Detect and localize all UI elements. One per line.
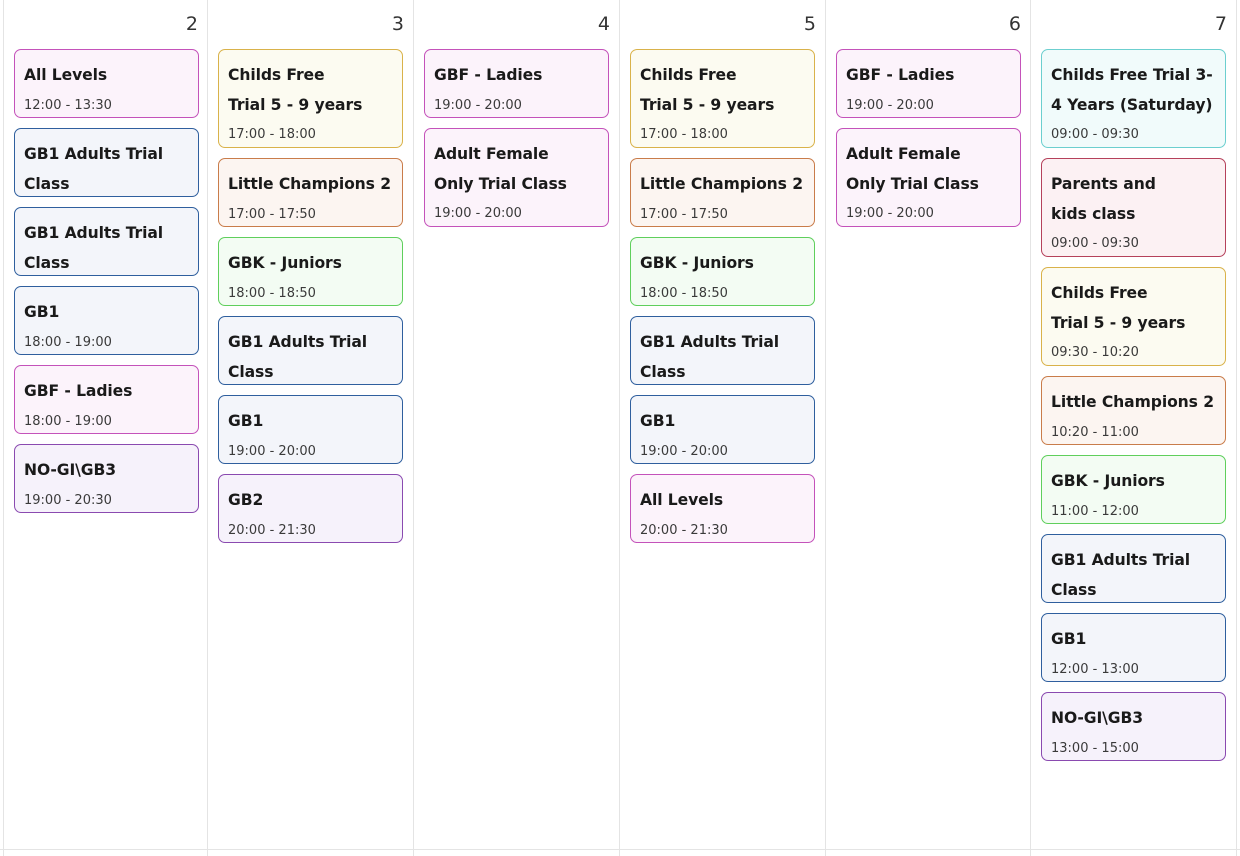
event-time: 18:00 - 18:50 <box>640 285 728 301</box>
event-card[interactable]: Childs Free Trial 3- 4 Years (Saturday) 0… <box>1041 49 1226 148</box>
day-number: 2 <box>185 13 198 35</box>
event-time: 13:00 - 15:00 <box>1051 740 1139 756</box>
event-title: GB1 <box>640 412 676 430</box>
event-time: 11:00 - 12:00 <box>1051 503 1139 519</box>
event-title: Little Champions 2 <box>1051 393 1214 411</box>
event-card[interactable]: Childs Free Trial 5 - 9 years 17:00 - 18:… <box>218 49 403 148</box>
event-time: 09:00 - 09:30 <box>1051 127 1139 142</box>
event-card[interactable]: NO-GI\GB3 19:00 - 20:30 <box>14 444 199 513</box>
event-title: GB1 Adults Trial Class <box>228 333 368 381</box>
event-card[interactable]: GBK - Juniors 11:00 - 12:00 <box>1041 455 1226 524</box>
event-card[interactable]: All Levels 20:00 - 21:30 <box>630 474 815 543</box>
event-time: 19:00 - 20:00 <box>434 97 522 113</box>
event-card[interactable]: GBK - Juniors 18:00 - 18:50 <box>218 237 403 306</box>
event-title: GB1 <box>228 412 264 430</box>
event-title: GB1 Adults Trial Class <box>1051 551 1191 599</box>
event-title: GBF - Ladies <box>434 66 543 84</box>
event-title: GB1 Adults Trial Class <box>24 224 164 272</box>
event-card[interactable]: Little Champions 2 17:00 - 17:50 <box>218 158 403 227</box>
event-card[interactable]: Adult Female Only Trial Class 19:00 - 20:… <box>424 128 609 227</box>
event-time: 20:00 - 21:30 <box>228 522 316 538</box>
day-number: 5 <box>803 13 816 35</box>
event-card[interactable]: GBF - Ladies 19:00 - 20:00 <box>424 49 609 118</box>
event-title: All Levels <box>640 491 724 509</box>
event-card[interactable]: Little Champions 2 10:20 - 11:00 <box>1041 376 1226 445</box>
event-time: 09:30 - 10:20 <box>1051 345 1139 360</box>
event-title: GB1 <box>1051 630 1087 648</box>
event-card[interactable]: GB1 Adults Trial Class18:00 - 19:00 <box>14 207 199 300</box>
event-title: NO-GI\GB3 <box>24 461 117 479</box>
event-time: 18:00 - 19:00 <box>24 413 112 429</box>
event-card[interactable]: Little Champions 2 17:00 - 17:50 <box>630 158 815 227</box>
event-time: 18:00 - 19:00 <box>24 334 112 350</box>
event-card[interactable]: GB2 20:00 - 21:30 <box>218 474 403 543</box>
event-time: 17:00 - 17:50 <box>228 206 316 222</box>
event-card[interactable]: GBK - Juniors 18:00 - 18:50 <box>630 237 815 306</box>
event-title: Little Champions 2 <box>640 175 803 193</box>
event-time: 12:00 - 13:00 <box>1051 661 1139 677</box>
event-title: All Levels <box>24 66 108 84</box>
event-title: Childs Free Trial 5 - 9 years <box>228 66 363 114</box>
event-title: Little Champions 2 <box>228 175 391 193</box>
event-title: Childs Free Trial 5 - 9 years <box>1051 284 1186 332</box>
event-time: 20:00 - 21:30 <box>640 522 728 538</box>
event-card[interactable]: GB1 19:00 - 20:00 <box>630 395 815 464</box>
event-time: 19:00 - 20:00 <box>846 206 934 221</box>
event-title: GBK - Juniors <box>640 254 754 272</box>
event-time: 18:00 - 18:50 <box>228 285 316 301</box>
event-card[interactable]: GB1 Adults Trial Class12:00 - 13:00 <box>1041 534 1226 627</box>
event-title: GBK - Juniors <box>1051 472 1165 490</box>
event-card[interactable]: GB1 18:00 - 19:00 <box>14 286 199 355</box>
event-time: 19:00 - 20:00 <box>434 206 522 221</box>
row-divider <box>0 849 1240 850</box>
event-card[interactable]: GB1 12:00 - 13:00 <box>1041 613 1226 682</box>
event-title: GBK - Juniors <box>228 254 342 272</box>
event-card[interactable]: GB1 Adults Trial Class12:00 - 13:00 <box>14 128 199 221</box>
event-title: Adult Female Only Trial Class <box>434 145 567 193</box>
event-card[interactable]: GBF - Ladies 19:00 - 20:00 <box>836 49 1021 118</box>
day-number: 7 <box>1214 13 1227 35</box>
event-card[interactable]: Parents and kids class 09:00 - 09:30 <box>1041 158 1226 257</box>
event-title: GB1 Adults Trial Class <box>24 145 164 193</box>
event-time: 19:00 - 20:00 <box>846 97 934 113</box>
event-time: 19:00 - 20:00 <box>640 443 728 459</box>
event-time: 10:20 - 11:00 <box>1051 424 1139 440</box>
event-title: Childs Free Trial 3- 4 Years (Saturday) <box>1051 66 1213 114</box>
event-card[interactable]: Childs Free Trial 5 - 9 years 17:00 - 18:… <box>630 49 815 148</box>
event-title: Adult Female Only Trial Class <box>846 145 979 193</box>
event-title: Parents and kids class <box>1051 175 1156 223</box>
event-time: 17:00 - 17:50 <box>640 206 728 222</box>
event-title: GB2 <box>228 491 264 509</box>
event-card[interactable]: Childs Free Trial 5 - 9 years 09:30 - 10:… <box>1041 267 1226 366</box>
event-title: NO-GI\GB3 <box>1051 709 1144 727</box>
event-card[interactable]: Adult Female Only Trial Class 19:00 - 20:… <box>836 128 1021 227</box>
event-title: GBF - Ladies <box>24 382 133 400</box>
event-title: Childs Free Trial 5 - 9 years <box>640 66 775 114</box>
event-time: 12:00 - 13:30 <box>24 97 112 113</box>
event-card[interactable]: GBF - Ladies 18:00 - 19:00 <box>14 365 199 434</box>
event-time: 09:00 - 09:30 <box>1051 236 1139 251</box>
day-number: 6 <box>1008 13 1021 35</box>
event-card[interactable]: NO-GI\GB3 13:00 - 15:00 <box>1041 692 1226 761</box>
event-title: GB1 Adults Trial Class <box>640 333 780 381</box>
event-time: 19:00 - 20:00 <box>228 443 316 459</box>
event-time: 17:00 - 18:00 <box>228 127 316 142</box>
event-card[interactable]: All Levels 12:00 - 13:30 <box>14 49 199 118</box>
event-time: 19:00 - 20:30 <box>24 492 112 508</box>
event-time: 17:00 - 18:00 <box>640 127 728 142</box>
event-title: GB1 <box>24 303 60 321</box>
event-title: GBF - Ladies <box>846 66 955 84</box>
day-number: 3 <box>391 13 404 35</box>
event-card[interactable]: GB1 19:00 - 20:00 <box>218 395 403 464</box>
day-number: 4 <box>597 13 610 35</box>
